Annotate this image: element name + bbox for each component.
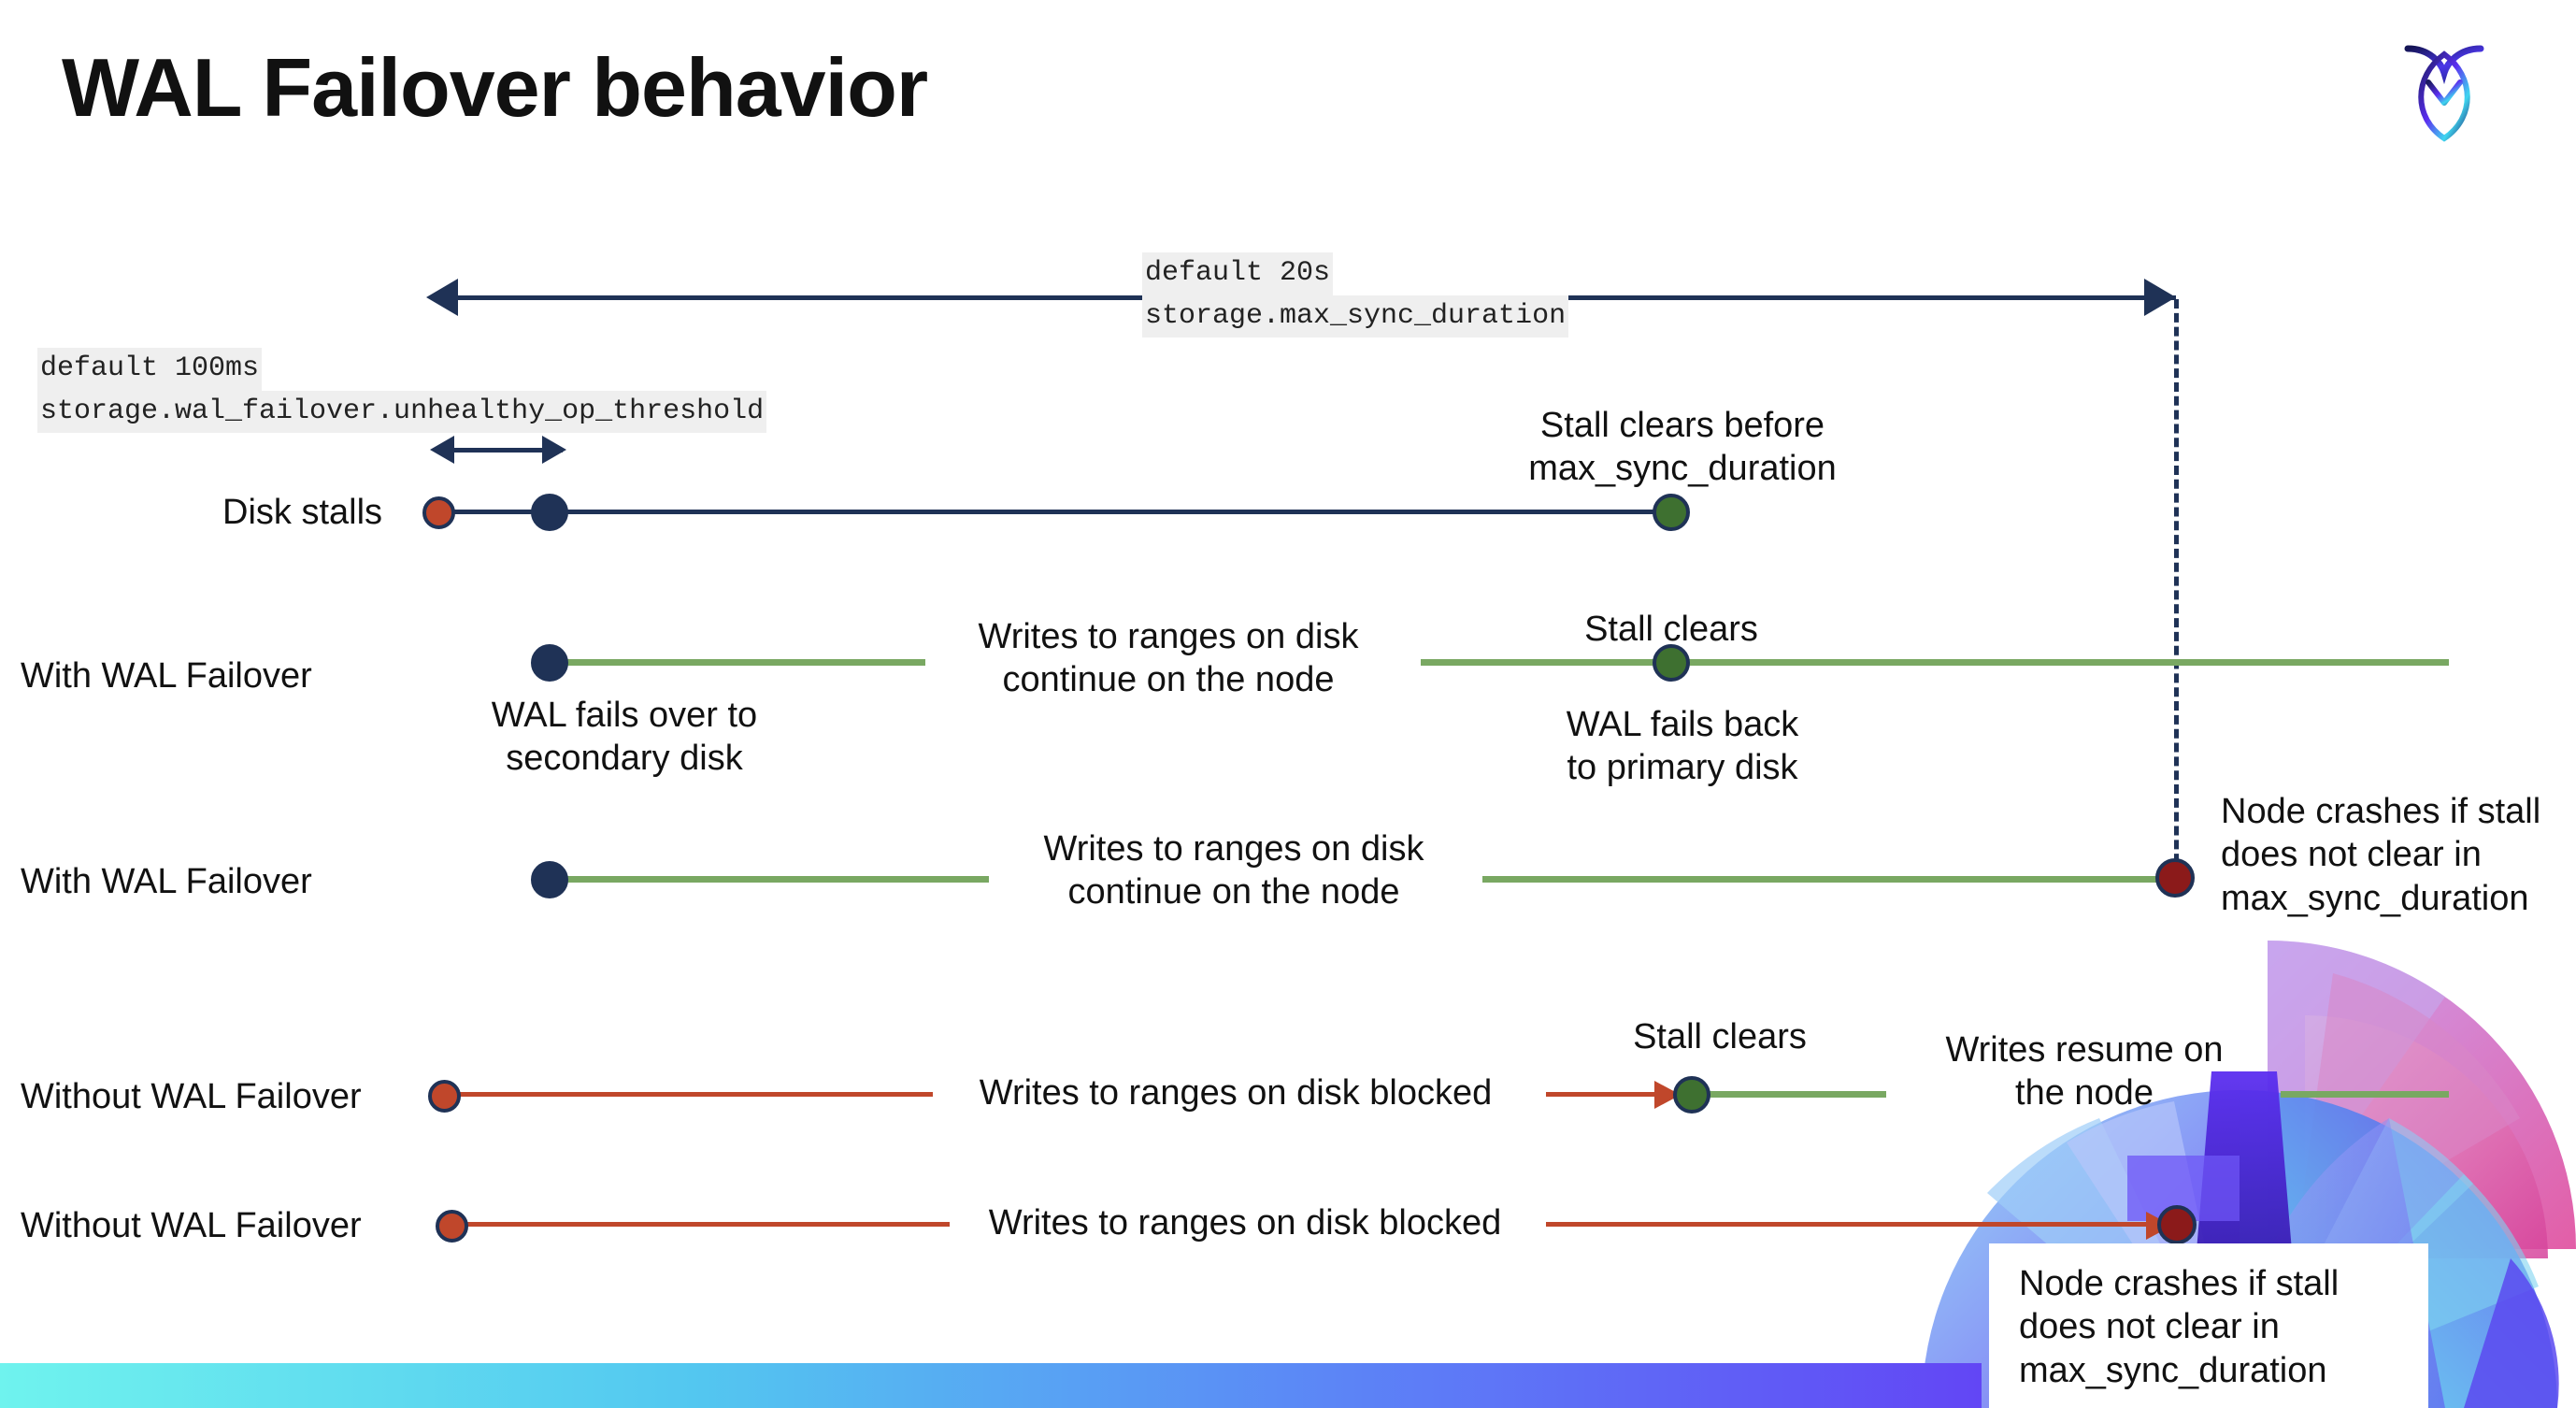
without-wal-failover-1-blocked-right [1546, 1092, 1658, 1097]
disk-stalls-timeline [439, 510, 1673, 514]
annotation-wal-fails-over: WAL fails over to secondary disk [491, 696, 758, 779]
unhealthy-threshold-arrow-left-head [430, 436, 454, 464]
with-wal-failover-1-segment-right [1421, 659, 2449, 666]
wal-failover-start-marker-1 [531, 644, 568, 682]
without-wal-failover-stall-start-2 [436, 1210, 468, 1243]
annotation-node-crashes-1: Node crashes if stall does not clear in … [2221, 792, 2541, 918]
without-wal-failover-2-blocked-right [1546, 1222, 2152, 1227]
disk-stall-threshold-marker [531, 494, 568, 531]
row-label-without-wal-failover-2: Without WAL Failover [21, 1206, 362, 1245]
disk-stall-clears-marker [1653, 494, 1690, 531]
without-wal-failover-2-blocked-left [454, 1222, 950, 1227]
row-label-without-wal-failover-1: Without WAL Failover [21, 1077, 362, 1116]
annotation-writes-blocked-2: Writes to ranges on disk blocked [988, 1203, 1502, 1243]
without-wal-failover-1-resume-segment-far [2281, 1091, 2449, 1098]
annotation-node-crashes-2: Node crashes if stall does not clear in … [2019, 1264, 2340, 1390]
node-crash-marker-2 [2157, 1205, 2197, 1244]
disk-stall-start-marker [422, 496, 455, 529]
with-wal-failover-1-segment-left [542, 659, 925, 666]
node-crashes-note-card [1989, 1243, 2428, 1408]
unhealthy-default-label: default 100ms [37, 348, 263, 391]
row-label-disk-stalls: Disk stalls [222, 493, 383, 532]
annotation-stall-clears-2: Stall clears [1633, 1017, 1807, 1056]
annotation-stall-clears-1: Stall clears [1584, 610, 1758, 649]
bottom-gradient-bar [0, 1363, 1982, 1408]
page-title: WAL Failover behavior [62, 41, 928, 134]
unhealthy-threshold-arrow-line [451, 448, 563, 453]
max-sync-arrow-right-head [2144, 279, 2176, 316]
max-sync-default-label: default 20s [1142, 252, 1334, 295]
with-wal-failover-2-segment-right [1482, 876, 2174, 883]
unhealthy-setting-name: storage.wal_failover.unhealthy_op_thresh… [37, 390, 767, 433]
max-sync-deadline-dashed-line [2174, 299, 2179, 877]
max-sync-setting-name: storage.max_sync_duration [1142, 295, 1569, 338]
cockroach-labs-logo-icon [2393, 28, 2496, 148]
without-wal-failover-1-blocked-left [447, 1092, 933, 1097]
annotation-writes-continue-1: Writes to ranges on disk continue on the… [978, 617, 1359, 700]
annotation-wal-fails-back: WAL fails back to primary disk [1566, 705, 1799, 788]
unhealthy-op-threshold-callout: default 100ms storage.wal_failover.unhea… [37, 348, 767, 433]
unhealthy-threshold-arrow-right-head [542, 436, 566, 464]
without-wal-failover-1-resume-segment [1690, 1091, 1886, 1098]
row-label-with-wal-failover-2: With WAL Failover [21, 862, 312, 901]
wal-failover-start-marker-2 [531, 861, 568, 898]
row-label-with-wal-failover-1: With WAL Failover [21, 656, 312, 696]
without-wal-failover-stall-clears-1 [1673, 1076, 1710, 1113]
without-wal-failover-stall-start-1 [428, 1080, 461, 1113]
max-sync-arrow-left-head [426, 279, 458, 316]
wal-failover-stall-clears-marker [1653, 644, 1690, 682]
node-crash-marker-1 [2155, 858, 2195, 898]
annotation-writes-resume: Writes resume on the node [1945, 1030, 2224, 1113]
annotation-writes-continue-2: Writes to ranges on disk continue on the… [1043, 829, 1424, 912]
annotation-stall-clears-before-max-sync: Stall clears before max_sync_duration [1528, 406, 1837, 489]
max-sync-duration-callout: default 20s storage.max_sync_duration [1142, 252, 1569, 338]
annotation-writes-blocked-1: Writes to ranges on disk blocked [979, 1073, 1493, 1113]
with-wal-failover-2-segment-left [542, 876, 989, 883]
